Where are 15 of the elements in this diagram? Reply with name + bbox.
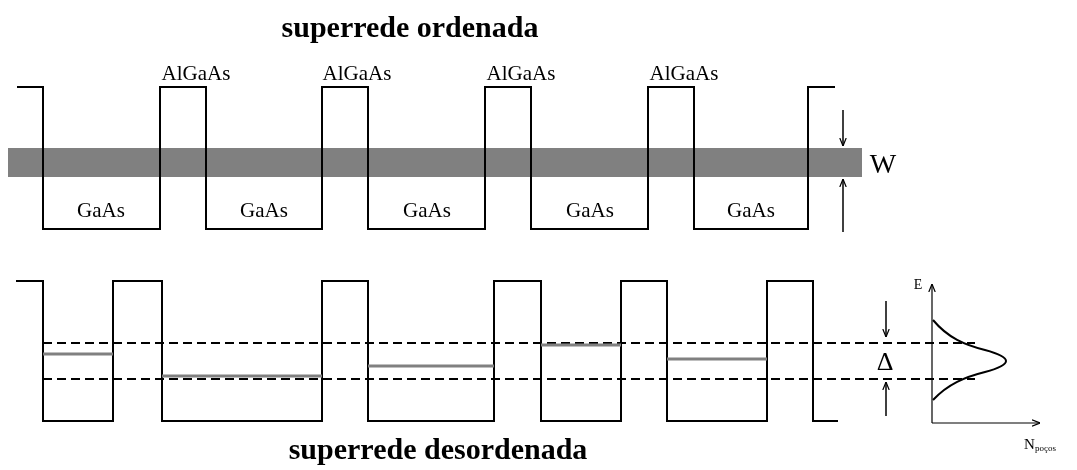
barrier-label: AlGaAs <box>649 62 719 84</box>
barrier-label: AlGaAs <box>486 62 556 84</box>
barrier-label: AlGaAs <box>161 62 231 84</box>
axis-label: E <box>913 278 923 292</box>
width-label: W <box>869 150 897 178</box>
well-label: GaAs <box>77 199 125 221</box>
spread-label: Δ <box>876 349 894 375</box>
well-label: GaAs <box>240 199 288 221</box>
axis-label: N$_{poços}$ <box>1024 436 1056 454</box>
diagram-title: superrede ordenada <box>281 12 539 42</box>
barrier-label: AlGaAs <box>322 62 392 84</box>
well-label: GaAs <box>566 199 614 221</box>
well-label: GaAs <box>403 199 451 221</box>
diagram-caption: superrede desordenada <box>288 434 588 464</box>
well-label: GaAs <box>727 199 775 221</box>
